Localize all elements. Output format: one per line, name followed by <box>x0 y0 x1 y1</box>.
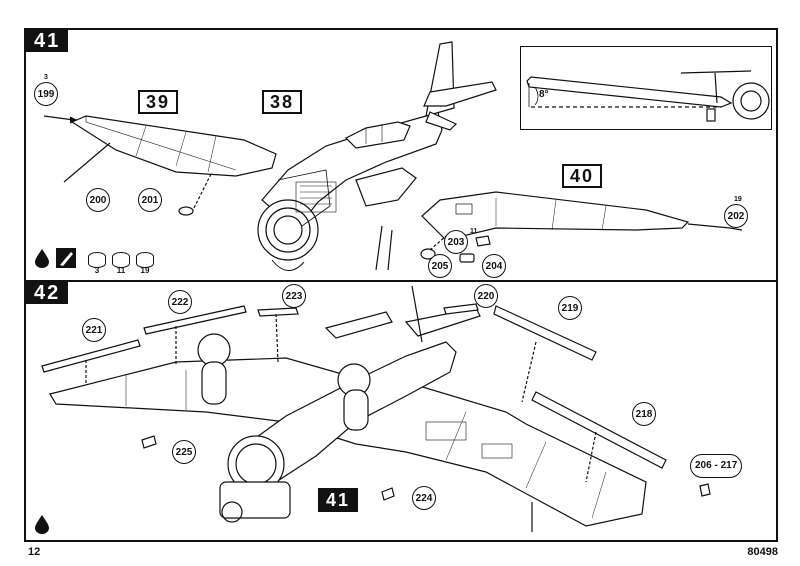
paint-ref-199: 3 <box>44 74 48 81</box>
tailplane <box>423 81 497 107</box>
catalog-number: 80498 <box>747 546 778 558</box>
part-callout-206-217: 206 - 217 <box>690 454 743 478</box>
strip-223 <box>257 307 299 317</box>
paint-pot-label: 11 <box>116 266 126 275</box>
part-callout-203: 203 <box>444 230 468 254</box>
part-callout-205: 205 <box>428 254 452 278</box>
dihedral-angle: 8° <box>539 89 549 100</box>
inset-illustration <box>526 70 770 122</box>
strip-221 <box>41 339 141 373</box>
step-41-illustration <box>43 41 743 271</box>
reference-step-39: 39 <box>138 90 179 114</box>
part-callout-200: 200 <box>86 188 110 212</box>
part-callout-221: 221 <box>82 318 106 342</box>
part-callout-225: 225 <box>172 440 196 464</box>
strip-219 <box>493 305 597 361</box>
paint-pot-icon <box>112 252 130 268</box>
dihedral-inset: 8° <box>520 46 772 130</box>
step-42-panel: 42 <box>24 280 778 542</box>
glue-drop-icon <box>32 248 52 268</box>
part-callout-204: 204 <box>482 254 506 278</box>
paint-pot-icon <box>136 252 154 268</box>
glue-drop-icon <box>32 514 52 534</box>
part-callout-220: 220 <box>474 284 498 308</box>
strip-222 <box>143 305 247 335</box>
step-42-illustration <box>41 285 711 532</box>
paint-pot-label: 19 <box>140 266 150 275</box>
page-number: 12 <box>28 546 41 558</box>
knife-cut-icon <box>56 248 76 268</box>
part-callout-202: 202 <box>724 204 748 228</box>
strip-220 <box>443 303 479 315</box>
paint-ref-203: 11 <box>470 228 478 235</box>
paint-pot-label: 3 <box>94 266 100 275</box>
part-callout-222: 222 <box>168 290 192 314</box>
strip-218 <box>531 391 667 469</box>
step-41-panel: 41 <box>24 28 778 282</box>
step-number: 41 <box>26 30 69 52</box>
part-callout-224: 224 <box>412 486 436 510</box>
reference-step-41: 41 <box>318 488 359 512</box>
engine-cowling <box>257 199 319 261</box>
part-callout-199: 199 <box>34 82 58 106</box>
paint-ref-202: 19 <box>734 196 742 203</box>
reference-step-40: 40 <box>562 164 603 188</box>
part-callout-201: 201 <box>138 188 162 212</box>
paint-pot-icon <box>88 252 106 268</box>
reference-step-38: 38 <box>262 90 303 114</box>
left-wing <box>70 115 277 177</box>
part-callout-218: 218 <box>632 402 656 426</box>
right-wing <box>421 191 690 241</box>
step-number: 42 <box>26 282 69 304</box>
lower-wing <box>49 357 647 527</box>
part-callout-219: 219 <box>558 296 582 320</box>
part-201-shape <box>178 206 194 216</box>
part-callout-223: 223 <box>282 284 306 308</box>
